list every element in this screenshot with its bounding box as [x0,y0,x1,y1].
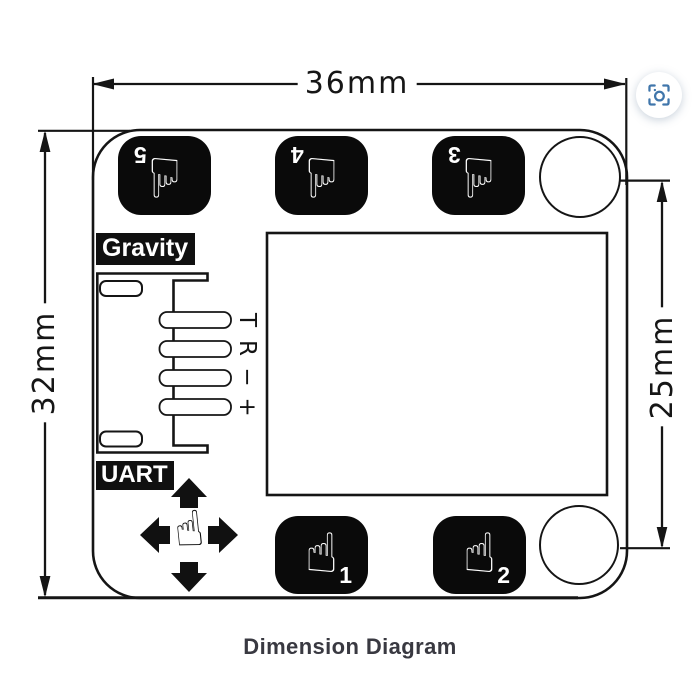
connector-pin [158,311,232,329]
dpad-right-icon [208,517,238,553]
connector-pin [158,398,232,416]
display-area [265,231,609,497]
arrowhead-down-right-icon [656,527,668,549]
uart-silkscreen-label: UART [96,461,174,491]
touch-button-number: 3 [448,142,461,168]
pointing-hand-icon: ☝ [147,145,182,210]
connector-latch-bottom [99,430,143,448]
arrowhead-right-icon [604,78,626,90]
image-search-button[interactable] [636,72,682,118]
pointing-hand-icon: ☝ [461,145,496,210]
touch-button-1: ☝ 1 [275,516,368,594]
gravity-silkscreen-label: Gravity [96,233,196,266]
dpad-left-icon [140,517,170,553]
connector-pin [158,340,232,358]
arrowhead-left-icon [92,78,114,90]
dimension-inner-height-label: 25mm [645,307,680,427]
pin-label-minus: − [234,367,260,387]
touch-button-3: ☝ 3 [432,136,525,215]
touch-button-2: ☝ 2 [433,516,526,594]
touch-button-number: 5 [134,142,147,168]
touch-button-4: ☝ 4 [275,136,368,215]
arrowhead-down-left-icon [39,576,51,598]
touch-button-number: 1 [339,562,352,588]
pointing-hand-icon: ☝ [304,521,339,585]
pin-label-plus: + [234,397,260,417]
pointing-hand-icon: ☝ [462,521,497,585]
dpad-down-icon [171,562,207,592]
diagram-caption: Dimension Diagram [243,634,457,659]
dimension-height-label: 32mm [27,303,62,423]
touch-button-number: 2 [497,562,510,588]
pointing-hand-icon: ☝ [304,145,339,210]
connector-pin [158,369,232,387]
connector-latch-top [99,280,143,297]
scan-viewfinder-icon [648,84,670,106]
mounting-hole-bottom-right [539,505,619,585]
dpad-up-icon [171,478,207,508]
touch-button-5: ☝ 5 [118,136,211,215]
arrowhead-up-left-icon [39,130,51,152]
dpad-touch-hand-icon: ☝ [171,499,207,560]
touch-button-number: 4 [291,142,304,168]
mounting-hole-top-right [539,136,621,218]
connector-body [96,272,209,454]
dimension-width-label: 36mm [297,67,417,101]
arrowhead-up-right-icon [656,180,668,202]
